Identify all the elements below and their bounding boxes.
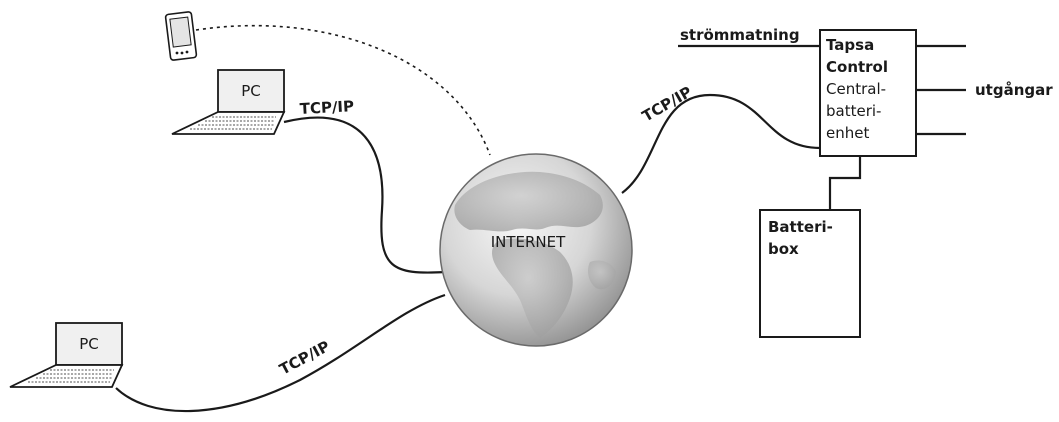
pc1-link-cable [283,116,446,274]
pc2-label: PC [79,335,99,353]
laptop-icon [171,69,286,135]
battery-box-line-2: box [768,240,799,258]
internet-globe [439,153,633,347]
battery-box [759,209,861,338]
controller-box [819,29,917,157]
pc1-link-label: TCP/IP [299,97,354,118]
laptop-icon [9,322,124,388]
pc1-label: PC [241,82,261,100]
battery-box-line-1: Batteri- [768,218,833,236]
power-label: strömmatning [680,26,800,44]
pc2-link-cable [115,293,446,413]
wireless-link [195,24,491,156]
controller-title-line-1: Tapsa [826,36,874,54]
controller-desc-line-2: batteri- [826,102,881,120]
battery-connector [828,156,862,210]
outputs-label: utgångar [975,81,1053,99]
internet-label: INTERNET [491,233,566,251]
controller-link-cable [621,93,821,194]
controller-desc-line-3: enhet [826,124,869,142]
pc2-link-label: TCP/IP [276,337,332,378]
mobile-phone-icon [164,11,198,61]
controller-title-line-2: Control [826,58,888,76]
controller-desc-line-1: Central- [826,80,886,98]
